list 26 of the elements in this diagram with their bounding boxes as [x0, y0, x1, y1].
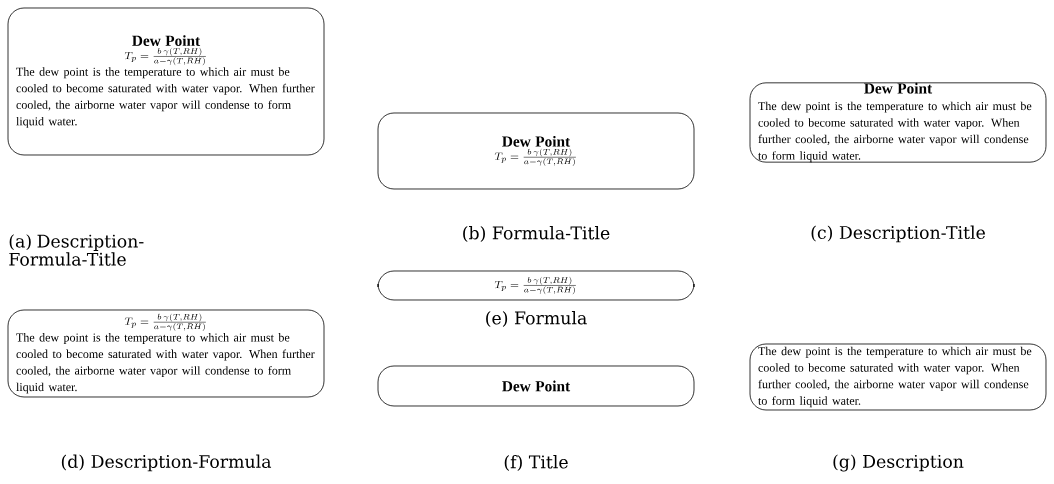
subfigure-caption: (f) Title [504, 455, 568, 471]
rounded-box [749, 343, 1047, 411]
formula: $T_p = \frac{b\,\gamma(T,RH)}{a-\gamma(T,RH)}$ [124, 313, 206, 332]
rounded-box [7, 7, 325, 156]
subfigure-caption: (d) Description-Formula [61, 454, 272, 472]
description: The dew point is the temperature to which air must be cooled to become saturated with water vapor. When further cooled, the airborne water vapor will condense to form liquid water. [758, 346, 1032, 408]
subfigure-caption: (b) Formula-Title [463, 226, 610, 242]
subfigure-caption: (g) Description [833, 454, 964, 472]
rounded-box [377, 365, 695, 407]
card-title: Dew Point [864, 82, 933, 94]
formula: $T_p = \frac{b\,\gamma(T,RH)}{a-\gamma(T,RH)}$ [494, 148, 576, 167]
card-title: Dew Point [132, 35, 201, 46]
description: The dew point is the temperature to which air must be cooled to become saturated with water vapor. When further cooled, the airborne water vapor will condense to form liquid water. [758, 101, 1032, 163]
rounded-box [7, 309, 325, 398]
subfigure-caption: (e) Formula [486, 311, 587, 327]
subfigure-caption: (c) Description-Title [811, 225, 985, 243]
description: The dew point is the temperature to which air must be cooled to become saturated with water vapor. When further cooled, the airborne water vapor will condense to form liquid water. [16, 333, 315, 394]
formula: $T_p = \frac{b\,\gamma(T,RH)}{a-\gamma(T,RH)}$ [494, 276, 576, 295]
card-title: Dew Point [502, 135, 571, 147]
rounded-box [377, 112, 695, 190]
description: The dew point is the temperature to which air must be cooled to become saturated with water vapor. When further cooled, the airborne water vapor will condense to form liquid water. [16, 67, 315, 128]
formula: $T_p = \frac{b\,\gamma(T,RH)}{a-\gamma(T,RH)}$ [124, 47, 206, 66]
rounded-box [377, 270, 695, 301]
card-title: Dew Point [502, 380, 571, 392]
subfigure-caption: (a) Description-Formula-Title [9, 234, 144, 266]
rounded-box [749, 82, 1047, 163]
